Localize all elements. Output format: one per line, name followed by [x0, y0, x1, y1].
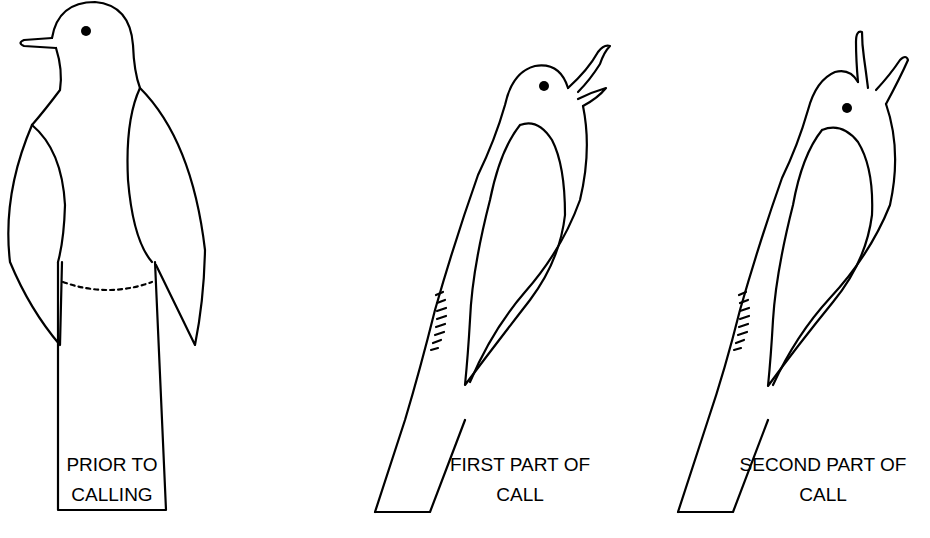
eye: [81, 26, 91, 36]
upper-beak: [856, 32, 868, 88]
upper-beak: [568, 46, 610, 92]
head-back: [678, 71, 858, 512]
lower-beak: [876, 57, 908, 104]
eye: [539, 81, 549, 91]
feather-hatch: [734, 292, 749, 350]
tail-base: [63, 282, 152, 290]
figure-caption: PRIOR TO CALLING: [47, 450, 177, 510]
wing: [465, 123, 565, 385]
feather-hatch: [431, 292, 446, 350]
bird-second-call: [678, 32, 908, 512]
throat-outline: [32, 48, 61, 125]
right-wing-inner: [128, 88, 153, 262]
left-wing-outer: [8, 125, 62, 345]
lower-beak: [578, 88, 606, 106]
figure-caption: SECOND PART OF CALL: [723, 450, 923, 510]
bird-resting: [8, 2, 205, 510]
head-outline: [52, 2, 140, 88]
head-back: [375, 65, 568, 512]
wing: [768, 128, 872, 386]
left-wing-inner: [32, 125, 65, 262]
right-wing-outer: [140, 88, 205, 345]
figure-caption: FIRST PART OF CALL: [425, 450, 615, 510]
throat-belly: [773, 104, 895, 385]
bird-first-call: [375, 46, 610, 512]
throat-belly: [470, 106, 587, 382]
eye: [842, 103, 852, 113]
beak: [21, 38, 57, 48]
